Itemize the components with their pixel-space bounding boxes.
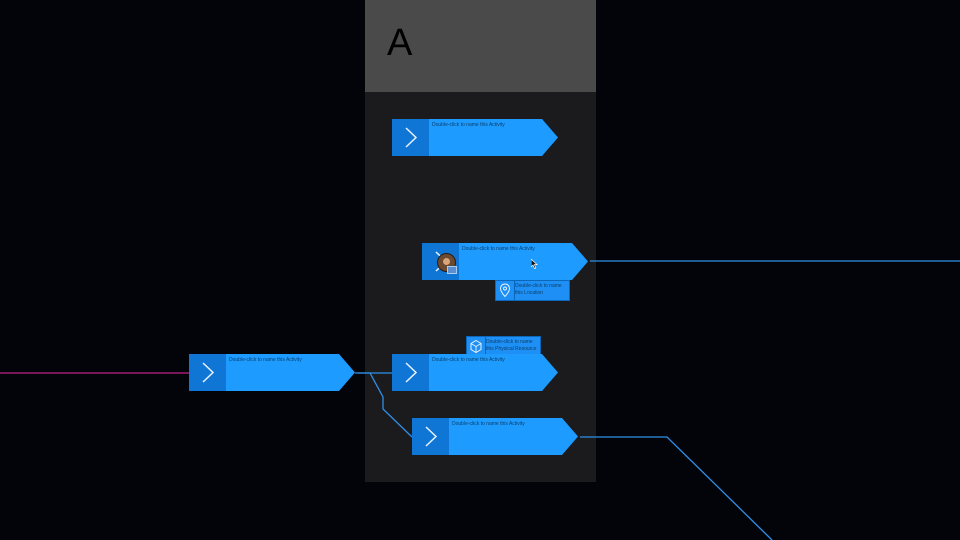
connector-outgoing-diagonal[interactable] [580, 436, 773, 540]
chevron-right-icon [425, 426, 438, 447]
activity-shape [189, 354, 355, 391]
activity-label[interactable]: Double-click to name this Activity [229, 357, 302, 363]
cube-icon [470, 337, 486, 356]
chevron-right-icon [202, 362, 215, 383]
activity-shape [392, 354, 558, 391]
performer-badge-icon [447, 266, 457, 274]
activity-shape [412, 418, 578, 455]
activity-label[interactable]: Double-click to name this Activity [432, 357, 505, 363]
chevron-right-icon [405, 362, 418, 383]
performer-avatar[interactable] [437, 253, 457, 274]
mouse-cursor-icon [531, 259, 538, 269]
location-label[interactable]: Double-click to name this Location [515, 283, 562, 296]
location-pin-icon [499, 281, 515, 300]
activity-3[interactable]: Double-click to name this Activity [189, 354, 355, 391]
swimlane-header[interactable]: A [365, 0, 596, 92]
activity-label[interactable]: Double-click to name this Activity [432, 122, 505, 128]
chevron-right-icon [405, 127, 418, 148]
location-resource[interactable]: Double-click to name this Location [495, 280, 570, 301]
connector-branch-down[interactable] [358, 372, 413, 438]
activity-label[interactable]: Double-click to name this Activity [452, 421, 525, 427]
activity-label[interactable]: Double-click to name this Activity [462, 246, 535, 252]
swimlane-title[interactable]: A [387, 22, 413, 64]
activity-4[interactable]: Double-click to name this Activity [392, 354, 558, 391]
physical-resource[interactable]: Double-click to name this Physical Resou… [466, 336, 541, 357]
activity-5[interactable]: Double-click to name this Activity [412, 418, 578, 455]
swimlane-a[interactable]: A [365, 0, 596, 482]
avatar-face-icon [443, 258, 450, 265]
activity-shape [392, 119, 558, 156]
physical-resource-label[interactable]: Double-click to name this Physical Resou… [486, 339, 537, 352]
activity-1[interactable]: Double-click to name this Activity [392, 119, 558, 156]
